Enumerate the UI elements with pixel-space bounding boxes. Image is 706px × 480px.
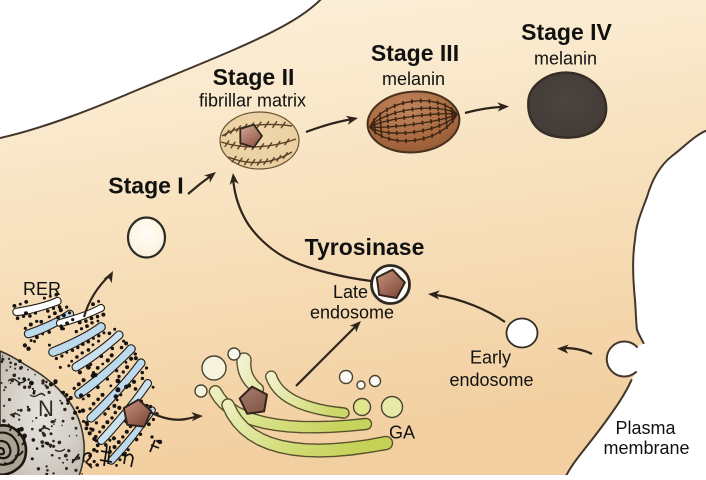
svg-text:membrane: membrane	[603, 438, 689, 458]
svg-text:melanin: melanin	[382, 69, 445, 89]
svg-text:endosome: endosome	[449, 370, 533, 390]
svg-text:fibrillar matrix: fibrillar matrix	[199, 91, 306, 111]
svg-text:melanin: melanin	[534, 49, 597, 69]
svg-text:Stage I: Stage I	[108, 173, 183, 199]
svg-text:Stage II: Stage II	[213, 64, 295, 90]
svg-text:Early: Early	[470, 348, 511, 368]
svg-text:endosome: endosome	[310, 303, 394, 323]
svg-text:Stage III: Stage III	[371, 40, 459, 66]
svg-text:Late: Late	[333, 282, 368, 302]
svg-text:Plasma: Plasma	[615, 418, 676, 438]
svg-text:Stage IV: Stage IV	[521, 19, 612, 45]
svg-text:RER: RER	[23, 279, 61, 299]
svg-text:Tyrosinase: Tyrosinase	[305, 234, 425, 260]
svg-text:N: N	[38, 396, 54, 421]
svg-text:GA: GA	[389, 423, 415, 443]
